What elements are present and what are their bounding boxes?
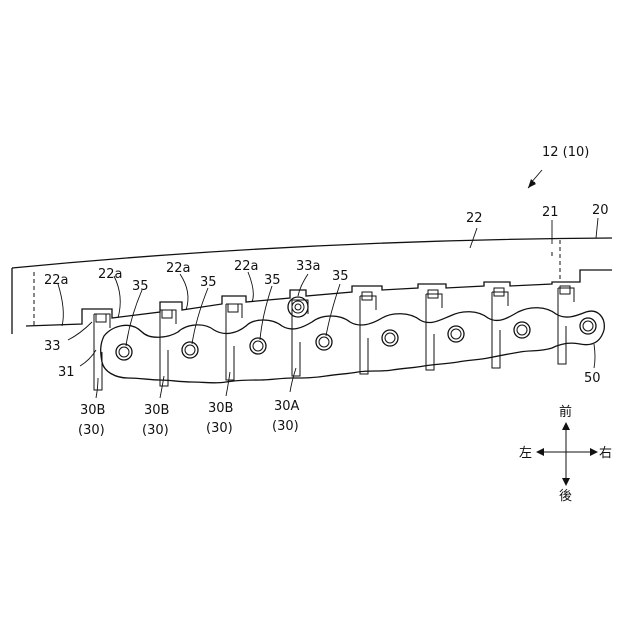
arrow-right-icon [590,448,598,456]
direction-indicator: 前 後 左 右 [519,404,612,504]
label-50: 50 [584,371,601,386]
label-assembly: 12 (10) [542,145,589,160]
dir-back: 後 [559,489,572,504]
arrow-up-icon [562,422,570,430]
label-20: 20 [592,203,609,218]
label-30B-3-paren: (30) [206,421,233,436]
label-22: 22 [466,211,483,226]
label-35-1: 35 [132,279,149,294]
label-33: 33 [44,339,61,354]
pin [448,326,464,342]
frame-member [12,238,612,334]
label-30B-1-paren: (30) [78,423,105,438]
bracket [226,304,242,380]
pin [182,342,198,358]
label-22a-2: 22a [98,267,123,282]
arrow-left-icon [536,448,544,456]
dir-right: 右 [599,446,612,461]
label-30A-paren: (30) [272,419,299,434]
label-21: 21 [542,205,559,220]
label-31: 31 [58,365,75,380]
label-35-4: 35 [332,269,349,284]
arrow-down-icon [562,478,570,486]
dir-front: 前 [559,404,572,420]
pin [250,338,266,354]
pin [316,334,332,350]
label-35-3: 35 [264,273,281,288]
bracket [94,314,110,390]
bracket [426,290,442,370]
reference-labels: 12 (10) 20 21 22 22a 22a 22a 22a 35 35 3… [44,145,609,438]
pin [580,318,596,334]
pin [116,344,132,360]
arrow-assembly [528,179,536,188]
pin [382,330,398,346]
label-30B-2-paren: (30) [142,423,169,438]
dir-left: 左 [519,446,532,461]
label-30B-2: 30B [144,403,169,418]
label-35-2: 35 [200,275,217,290]
bracket [160,310,176,386]
bracket [492,288,508,368]
bracket [360,292,376,374]
label-30A: 30A [274,399,300,414]
bracket [558,286,574,364]
label-22a-3: 22a [166,261,191,276]
label-22a-4: 22a [234,259,259,274]
label-30B-3: 30B [208,401,233,416]
label-22a-1: 22a [44,273,69,288]
pin [514,322,530,338]
label-33a: 33a [296,259,321,274]
label-30B-1: 30B [80,403,105,418]
